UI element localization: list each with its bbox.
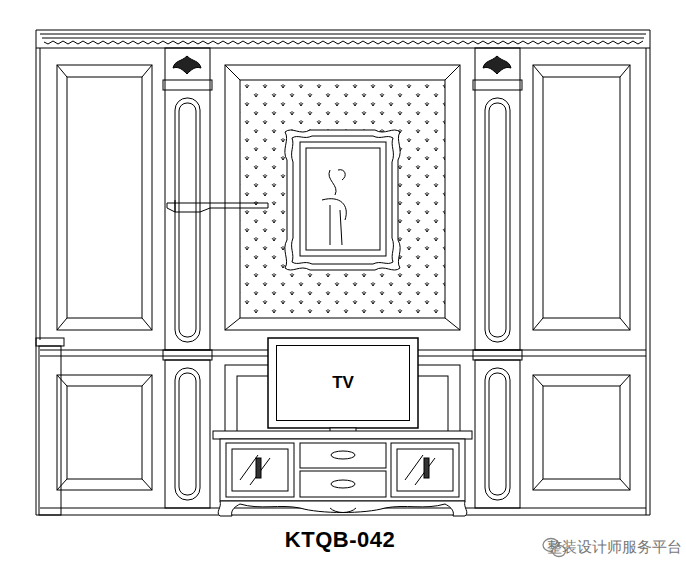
pilaster-slot-inner (489, 103, 506, 337)
wall-panel (57, 65, 152, 330)
capital-ornament (483, 56, 511, 74)
panel-inset (67, 77, 142, 318)
post-cap (36, 338, 64, 346)
panel-bevel (57, 65, 152, 330)
drawer (300, 443, 386, 468)
panel-inset (543, 386, 620, 479)
pilaster-slot (485, 368, 510, 500)
pilaster-base (165, 360, 210, 508)
cabinet-top (213, 431, 472, 439)
pilaster-slot-inner (179, 373, 196, 495)
cabinet-door (226, 443, 294, 497)
wall-edge (40, 48, 41, 340)
pilaster-base (475, 360, 520, 508)
painting-mat (306, 148, 380, 250)
pilaster (475, 48, 520, 350)
tv-cabinet (213, 431, 472, 516)
glass-reflection (240, 455, 270, 485)
frame-inner (292, 136, 394, 264)
wall-panel (57, 375, 152, 490)
drawer (300, 471, 386, 497)
panel-inset (543, 77, 620, 318)
door-glass (397, 449, 453, 491)
picture-frame (285, 130, 400, 270)
frame-bevel (225, 65, 460, 330)
pilaster-slot (485, 98, 510, 342)
pilaster-slot-inner (489, 373, 506, 495)
drawing-code: KTQB-042 (285, 527, 395, 553)
shelf-bracket (175, 200, 176, 212)
tv-frame (268, 338, 418, 428)
panel-bevel (57, 375, 152, 490)
center-frame (225, 65, 460, 330)
wall-elevation (36, 30, 650, 516)
watermark: 整装设计师服务平台 (547, 538, 682, 557)
pilaster-slot-inner (179, 103, 196, 337)
drawer-pull (331, 451, 355, 459)
pilaster-capital (473, 80, 522, 90)
floor-line (36, 515, 650, 516)
crown-line (40, 34, 646, 35)
painting (300, 142, 386, 256)
cabinet-door (391, 443, 459, 497)
wall-edge (650, 48, 651, 515)
cabinet-apron (218, 501, 467, 516)
glass-reflection (405, 455, 435, 485)
wallpaper-panel (240, 80, 445, 318)
tv-screen: TV (276, 345, 410, 421)
door-handle (424, 458, 429, 478)
panel-inset (67, 386, 142, 479)
tv-label: TV (332, 373, 354, 393)
capital-ornament (173, 56, 201, 74)
wall-panel (533, 375, 630, 490)
crown-molding (36, 30, 650, 48)
frame-outer (285, 130, 400, 270)
wall-edge (36, 48, 37, 515)
drawer-pull (331, 480, 355, 488)
door-handle (256, 458, 261, 478)
painting-figure (322, 170, 346, 245)
pilaster-base-cap (163, 350, 212, 360)
pilaster-base-cap (473, 350, 522, 360)
crown-line (42, 38, 644, 39)
wall-panel (533, 65, 630, 330)
cabinet-body (220, 439, 465, 501)
door-glass (232, 449, 288, 491)
pilaster-slot (175, 368, 200, 500)
apron-carving (330, 508, 356, 513)
pilaster-capital (163, 80, 212, 90)
pilaster (165, 48, 210, 350)
pilaster-slot (175, 98, 200, 342)
panel-bevel (533, 65, 630, 330)
wall-edge (646, 48, 647, 515)
panel-bevel (533, 375, 630, 490)
crown-dentil (44, 41, 643, 44)
